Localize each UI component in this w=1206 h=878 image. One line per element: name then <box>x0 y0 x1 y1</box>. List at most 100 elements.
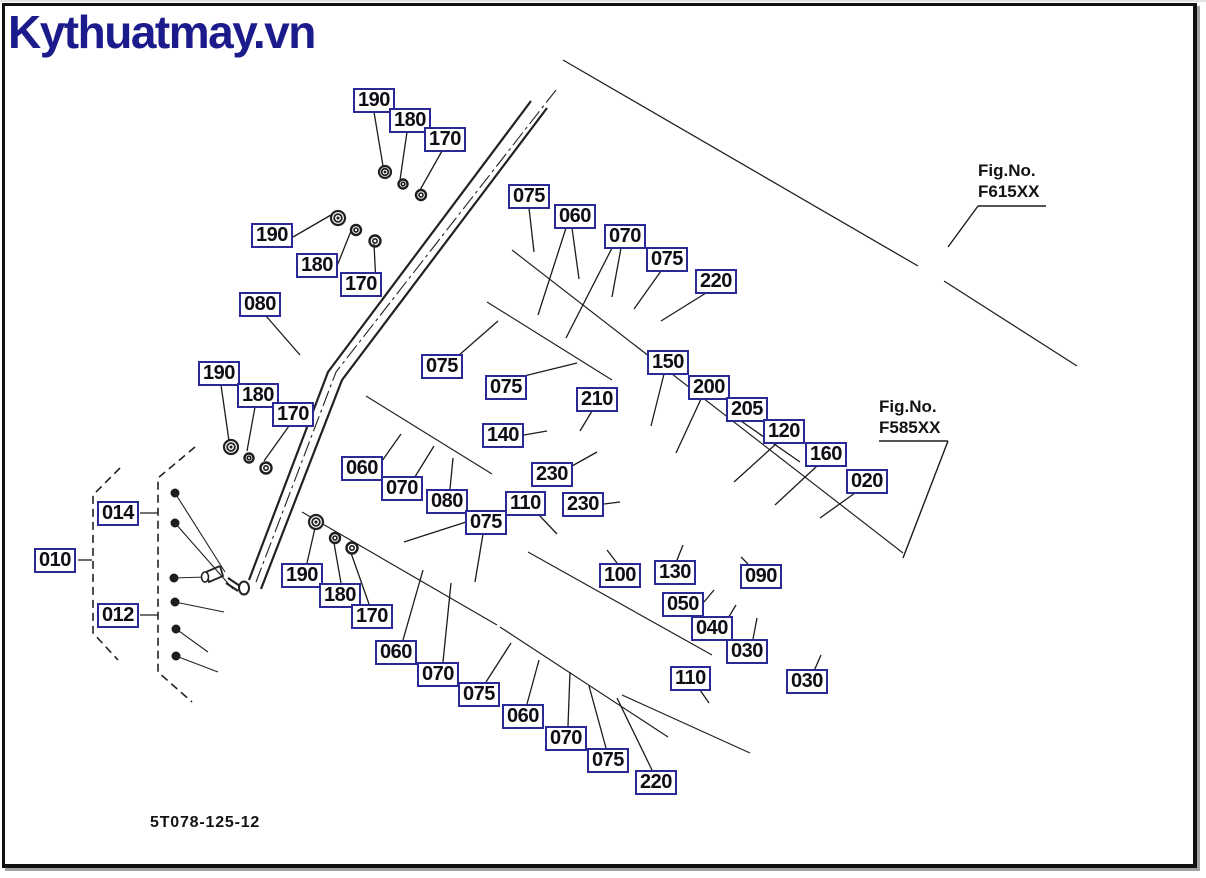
part-callout-220: 220 <box>695 269 737 294</box>
part-callout-110: 110 <box>505 491 546 516</box>
part-callout-170: 170 <box>351 604 393 629</box>
part-callout-190: 190 <box>281 563 323 588</box>
leader-line <box>523 430 548 436</box>
leader-line <box>603 501 621 505</box>
leader-line <box>740 556 749 565</box>
leader-line <box>703 589 715 603</box>
part-callout-150: 150 <box>647 350 689 375</box>
leader-line <box>902 440 949 559</box>
leader-line <box>403 521 467 543</box>
leader-line <box>412 445 435 481</box>
leader-line <box>350 552 370 605</box>
leader-line <box>485 642 512 683</box>
leader-line <box>402 569 424 641</box>
leader-line <box>526 659 540 705</box>
part-callout-170: 170 <box>340 272 382 297</box>
leader-line <box>528 207 535 253</box>
part-callout-190: 190 <box>198 361 240 386</box>
leader-line <box>449 457 454 490</box>
figure-ref-number: F615XX <box>978 182 1040 201</box>
part-callout-180: 180 <box>389 108 431 133</box>
part-callout-070: 070 <box>545 726 587 751</box>
leader-lines <box>78 111 1046 771</box>
leader-line <box>752 617 758 640</box>
part-callout-012: 012 <box>97 603 139 628</box>
site-logo: Kythuatmay.vn <box>8 6 316 58</box>
part-callout-050: 050 <box>662 592 704 617</box>
part-callout-230: 230 <box>562 492 604 517</box>
leader-line <box>611 247 622 298</box>
part-callout-200: 200 <box>688 375 730 400</box>
part-callout-120: 120 <box>763 419 805 444</box>
part-callout-140: 140 <box>482 423 524 448</box>
part-callout-070: 070 <box>417 662 459 687</box>
leader-line <box>660 292 707 322</box>
leader-line <box>336 230 352 267</box>
part-callout-180: 180 <box>296 253 338 278</box>
leader-line <box>220 384 230 442</box>
figure-ref-number: F585XX <box>879 418 941 437</box>
part-callout-010: 010 <box>34 548 76 573</box>
leader-line <box>606 549 618 564</box>
part-callout-070: 070 <box>381 476 423 501</box>
part-callout-080: 080 <box>426 489 468 514</box>
shaft-axis-lines <box>92 59 1078 754</box>
leader-line <box>474 533 484 583</box>
leader-line <box>579 410 593 432</box>
part-callout-060: 060 <box>341 456 383 481</box>
leader-line <box>567 671 571 727</box>
figure-ref-caption: Fig.No. <box>978 161 1036 180</box>
leader-line <box>616 697 653 771</box>
part-callout-190: 190 <box>353 88 395 113</box>
part-callout-160: 160 <box>805 442 847 467</box>
leader-line <box>947 205 979 248</box>
small-parts <box>200 164 428 596</box>
part-callout-075: 075 <box>485 375 527 400</box>
part-callout-130: 130 <box>654 560 696 585</box>
leader-line <box>633 270 662 310</box>
part-callout-075: 075 <box>465 510 507 535</box>
leader-line <box>442 582 452 663</box>
part-callout-014: 014 <box>97 501 139 526</box>
part-callout-080: 080 <box>239 292 281 317</box>
part-callout-060: 060 <box>554 204 596 229</box>
part-callout-210: 210 <box>576 387 618 412</box>
leader-line <box>419 150 443 191</box>
drawing-code: 5T078-125-12 <box>150 814 261 831</box>
leader-line <box>265 315 301 356</box>
leader-line <box>571 227 580 280</box>
figure-ref-f615xx: Fig.No. F615XX <box>978 160 1039 202</box>
leader-line <box>333 542 342 584</box>
leader-line <box>373 111 384 167</box>
part-callout-180: 180 <box>237 383 279 408</box>
part-callout-190: 190 <box>251 223 293 248</box>
part-callout-100: 100 <box>599 563 641 588</box>
part-callout-075: 075 <box>646 247 688 272</box>
leader-line <box>565 247 613 339</box>
leader-line <box>676 544 684 561</box>
leader-line <box>519 362 578 378</box>
part-callout-020: 020 <box>846 469 888 494</box>
leader-line <box>292 214 332 238</box>
leader-line <box>457 320 499 357</box>
figure-ref-caption: Fig.No. <box>879 397 937 416</box>
leader-line <box>399 131 408 181</box>
part-callout-060: 060 <box>375 640 417 665</box>
part-callout-170: 170 <box>272 402 314 427</box>
leader-line <box>774 465 818 506</box>
leader-line <box>699 689 710 704</box>
part-callout-030: 030 <box>726 639 768 664</box>
part-callout-180: 180 <box>319 583 361 608</box>
leader-line <box>813 654 822 672</box>
leader-line <box>571 451 598 467</box>
leader-line <box>538 514 558 535</box>
leader-line <box>733 442 778 483</box>
part-callout-075: 075 <box>458 682 500 707</box>
part-callout-090: 090 <box>740 564 782 589</box>
part-callout-070: 070 <box>604 224 646 249</box>
top-edge-strip <box>0 0 1206 2</box>
part-callout-075: 075 <box>587 748 629 773</box>
figure-ref-f585xx: Fig.No. F585XX <box>879 396 940 438</box>
